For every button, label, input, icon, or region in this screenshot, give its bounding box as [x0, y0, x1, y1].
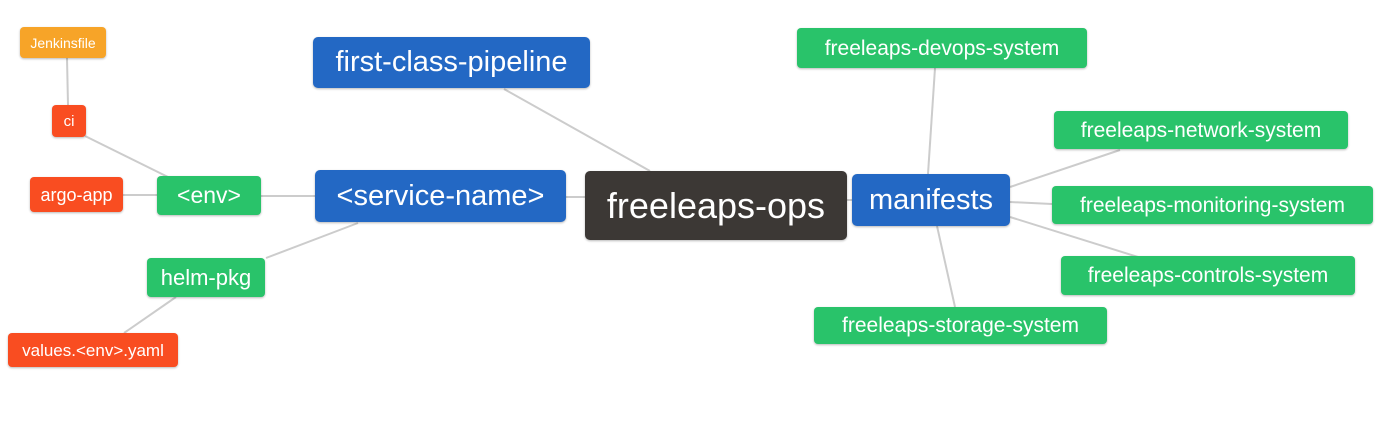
- edge-manifests-devops: [927, 67, 936, 175]
- node-values-env-yaml[interactable]: values.<env>.yaml: [8, 333, 178, 367]
- edge-helmpkg-servicename: [265, 222, 359, 259]
- node-freeleaps-storage-system[interactable]: freeleaps-storage-system: [814, 307, 1107, 344]
- edge-manifests-monitoring: [1009, 201, 1053, 205]
- edge-jenkinsfile-ci: [66, 57, 69, 106]
- edge-pipeline-ops: [503, 88, 651, 172]
- edge-manifests-network: [1009, 149, 1121, 188]
- node-service-name[interactable]: <service-name>: [315, 170, 566, 222]
- node-freeleaps-controls-system[interactable]: freeleaps-controls-system: [1061, 256, 1355, 295]
- node-freeleaps-devops-system[interactable]: freeleaps-devops-system: [797, 28, 1087, 68]
- node-first-class-pipeline[interactable]: first-class-pipeline: [313, 37, 590, 88]
- node-freeleaps-monitoring-system[interactable]: freeleaps-monitoring-system: [1052, 186, 1373, 224]
- node-manifests[interactable]: manifests: [852, 174, 1010, 226]
- node-freeleaps-ops[interactable]: freeleaps-ops: [585, 171, 847, 240]
- edge-values-helmpkg: [123, 296, 177, 334]
- edge-ci-env: [84, 135, 171, 179]
- edge-manifests-storage: [936, 225, 956, 308]
- node-argo-app[interactable]: argo-app: [30, 177, 123, 212]
- node-ci[interactable]: ci: [52, 105, 86, 137]
- node-freeleaps-network-system[interactable]: freeleaps-network-system: [1054, 111, 1348, 149]
- node-jenkinsfile[interactable]: Jenkinsfile: [20, 27, 106, 58]
- node-helm-pkg[interactable]: helm-pkg: [147, 258, 265, 297]
- edge-manifests-controls: [1009, 216, 1139, 258]
- node-env[interactable]: <env>: [157, 176, 261, 215]
